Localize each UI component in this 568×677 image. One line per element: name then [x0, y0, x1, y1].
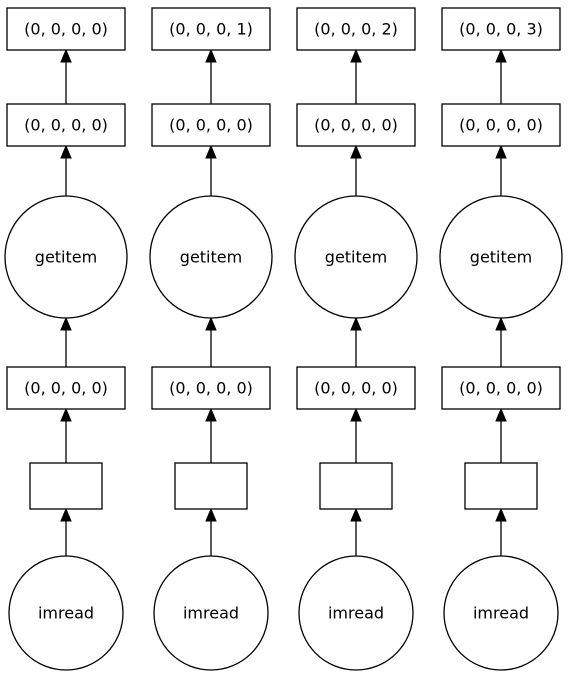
edge-imread-to-box-arrowhead: [350, 507, 362, 522]
imread-node-label: imread: [183, 604, 239, 623]
getitem-node-circle[interactable]: [439, 195, 563, 319]
top-key-node-box[interactable]: [296, 7, 416, 51]
column-1: (0, 0, 0, 1) (0, 0, 0, 0) getitem (0, 0, 0,…: [149, 7, 273, 671]
input-key-node-label: (0, 0, 0, 0): [459, 379, 543, 398]
edge-imread-to-box-arrowhead: [60, 507, 72, 522]
getitem-node-label: getitem: [180, 248, 242, 267]
second-key-node-box[interactable]: [151, 103, 271, 147]
top-key-node-label: (0, 0, 0, 0): [24, 20, 108, 39]
edge-input-key-to-getitem-arrowhead: [495, 316, 507, 331]
imread-node-label: imread: [38, 604, 94, 623]
imread-node-circle[interactable]: [298, 555, 414, 671]
getitem-node-circle[interactable]: [4, 195, 128, 319]
second-key-node-box[interactable]: [6, 103, 126, 147]
top-key-node-box[interactable]: [151, 7, 271, 51]
edge-second-key-to-top-key-arrowhead: [350, 48, 362, 63]
second-key-node-box[interactable]: [441, 103, 561, 147]
empty-node-box[interactable]: [29, 462, 103, 510]
getitem-node-label: getitem: [470, 248, 532, 267]
edge-second-key-to-top-key-arrowhead: [495, 48, 507, 63]
column-2: (0, 0, 0, 2) (0, 0, 0, 0) getitem (0, 0, 0,…: [294, 7, 418, 671]
input-key-node-box[interactable]: [6, 366, 126, 410]
column-3: (0, 0, 0, 3) (0, 0, 0, 0) getitem (0, 0, 0,…: [439, 7, 563, 671]
edge-getitem-to-second-key-arrowhead: [205, 144, 217, 159]
edge-input-key-to-getitem-arrowhead: [350, 316, 362, 331]
input-key-node-box[interactable]: [441, 366, 561, 410]
edge-box-to-input-key-arrowhead: [495, 407, 507, 422]
second-key-node-label: (0, 0, 0, 0): [314, 116, 398, 135]
input-key-node-box[interactable]: [296, 366, 416, 410]
top-key-node-box[interactable]: [441, 7, 561, 51]
input-key-node-label: (0, 0, 0, 0): [169, 379, 253, 398]
top-key-node-label: (0, 0, 0, 3): [459, 20, 543, 39]
imread-node-label: imread: [328, 604, 384, 623]
second-key-node-label: (0, 0, 0, 0): [459, 116, 543, 135]
getitem-node-circle[interactable]: [294, 195, 418, 319]
input-key-node-label: (0, 0, 0, 0): [314, 379, 398, 398]
getitem-node-circle[interactable]: [149, 195, 273, 319]
edge-getitem-to-second-key-arrowhead: [350, 144, 362, 159]
edge-input-key-to-getitem-arrowhead: [60, 316, 72, 331]
edge-imread-to-box-arrowhead: [495, 507, 507, 522]
edge-box-to-input-key-arrowhead: [350, 407, 362, 422]
edge-getitem-to-second-key-arrowhead: [495, 144, 507, 159]
imread-node-circle[interactable]: [443, 555, 559, 671]
edge-box-to-input-key-arrowhead: [60, 407, 72, 422]
edge-second-key-to-top-key-arrowhead: [60, 48, 72, 63]
top-key-node-label: (0, 0, 0, 1): [169, 20, 253, 39]
edge-getitem-to-second-key-arrowhead: [60, 144, 72, 159]
imread-node-label: imread: [473, 604, 529, 623]
top-key-node-label: (0, 0, 0, 2): [314, 20, 398, 39]
second-key-node-box[interactable]: [296, 103, 416, 147]
column-0: (0, 0, 0, 0) (0, 0, 0, 0) getitem (0, 0, 0,…: [4, 7, 128, 671]
empty-node-box[interactable]: [174, 462, 248, 510]
empty-node-box[interactable]: [319, 462, 393, 510]
top-key-node-box[interactable]: [6, 7, 126, 51]
edge-input-key-to-getitem-arrowhead: [205, 316, 217, 331]
input-key-node-label: (0, 0, 0, 0): [24, 379, 108, 398]
empty-node-box[interactable]: [464, 462, 538, 510]
second-key-node-label: (0, 0, 0, 0): [169, 116, 253, 135]
second-key-node-label: (0, 0, 0, 0): [24, 116, 108, 135]
input-key-node-box[interactable]: [151, 366, 271, 410]
edge-second-key-to-top-key-arrowhead: [205, 48, 217, 63]
edge-box-to-input-key-arrowhead: [205, 407, 217, 422]
getitem-node-label: getitem: [35, 248, 97, 267]
imread-node-circle[interactable]: [153, 555, 269, 671]
edge-imread-to-box-arrowhead: [205, 507, 217, 522]
imread-node-circle[interactable]: [8, 555, 124, 671]
getitem-node-label: getitem: [325, 248, 387, 267]
